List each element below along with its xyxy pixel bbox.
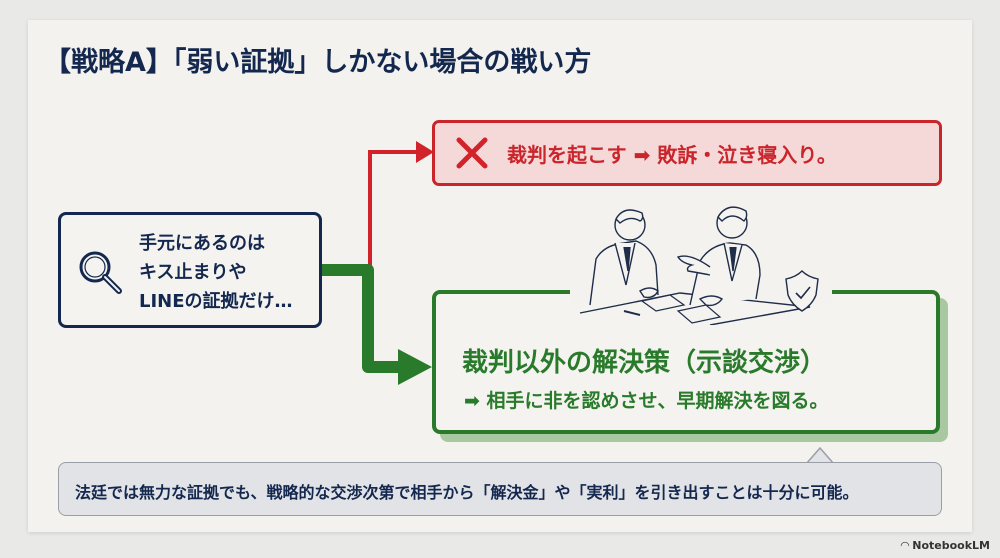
evidence-line: 手元にあるのは [139, 233, 265, 254]
cross-icon [456, 137, 488, 169]
evidence-text: 手元にあるのは キス止まりや LINEの証拠だけ… [139, 229, 293, 316]
evidence-box: 手元にあるのは キス止まりや LINEの証拠だけ… [58, 212, 322, 328]
person-right [676, 206, 761, 307]
slide-title: 【戦略A】「弱い証拠」しかない場合の戦い方 [44, 47, 592, 78]
shield-check-icon [785, 270, 819, 312]
negotiation-illustration [570, 206, 832, 325]
summary-callout: 法廷では無力な証拠でも、戦略的な交渉次第で相手から「解決金」や「実利」を引き出す… [58, 462, 942, 516]
brand-label: NotebookLM [912, 539, 990, 552]
evidence-line: LINEの証拠だけ… [139, 291, 293, 312]
notebooklm-logo-icon: ◠ [900, 539, 910, 552]
bad-outcome-text: 裁判を起こす ➡ 敗訴・泣き寝入り。 [507, 143, 837, 167]
good-outcome-subtitle: ➡ 相手に非を認めさせ、早期解決を図る。 [464, 390, 829, 412]
magnifier-icon [79, 251, 122, 294]
good-outcome-title: 裁判以外の解決策（示談交渉） [462, 348, 827, 378]
evidence-line: キス止まりや [139, 262, 247, 283]
callout-text: 法廷では無力な証拠でも、戦略的な交渉次第で相手から「解決金」や「実利」を引き出す… [75, 483, 859, 502]
person-left [589, 209, 659, 306]
bad-outcome-box: 裁判を起こす ➡ 敗訴・泣き寝入り。 [432, 120, 942, 186]
brand-watermark: ◠NotebookLM [901, 539, 990, 552]
